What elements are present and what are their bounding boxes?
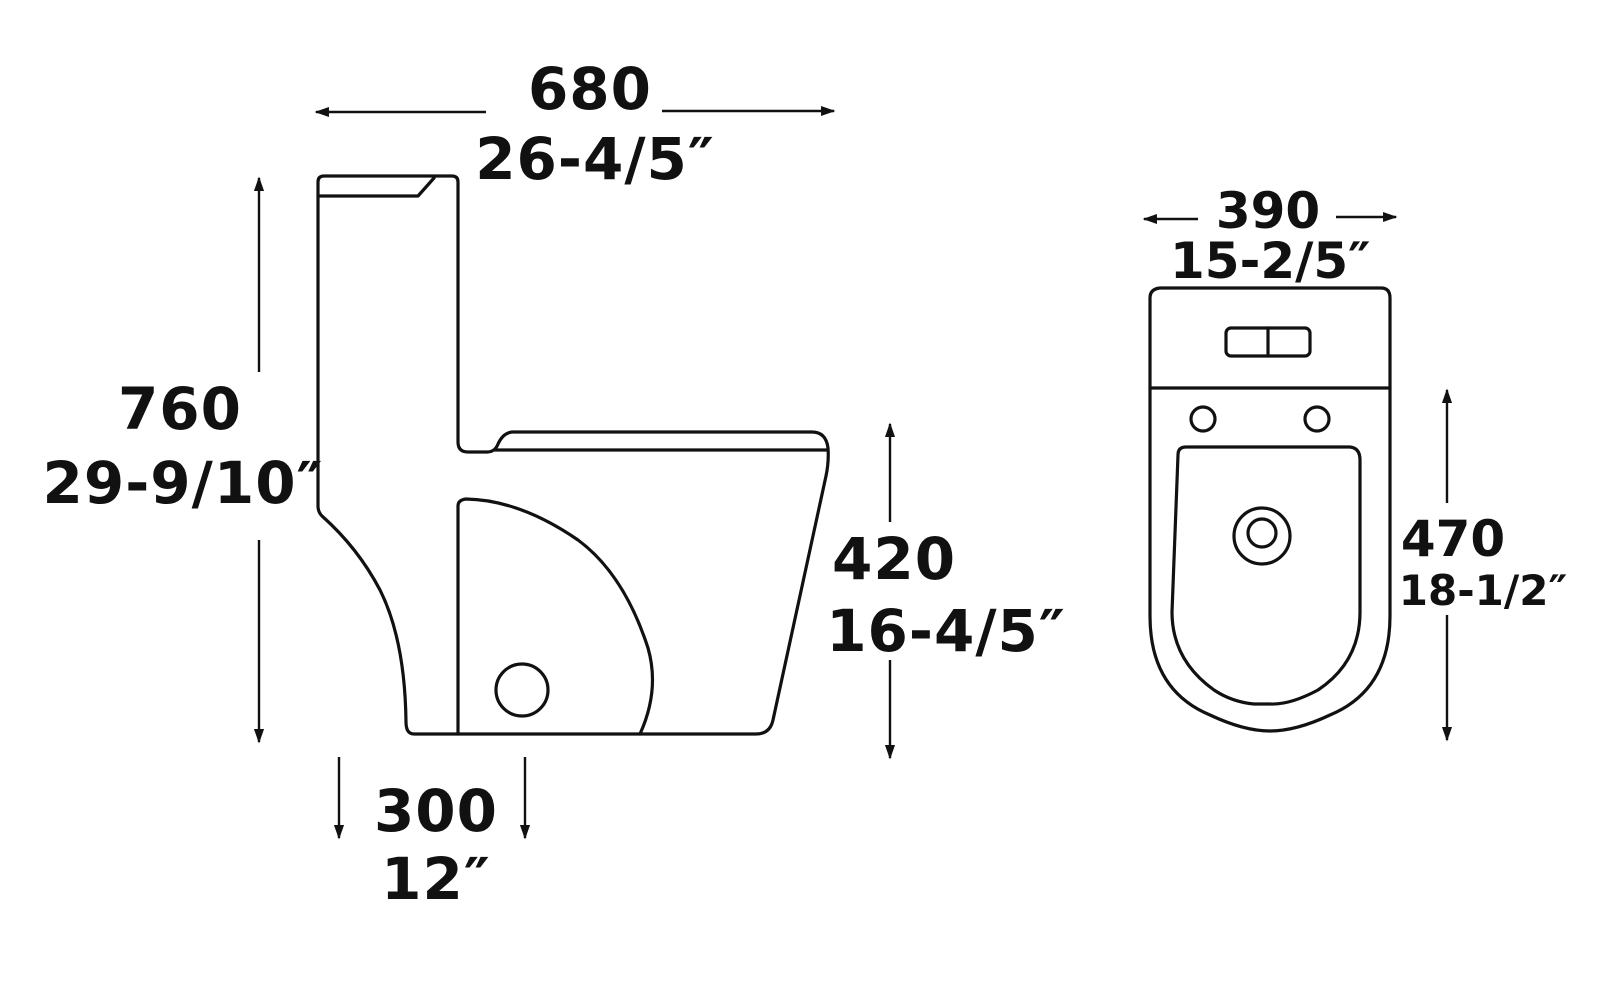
side-view-toilet <box>316 174 830 736</box>
trapway-outline <box>456 497 655 736</box>
hinge-hole-left <box>1189 405 1217 433</box>
length-mm-label: 680 <box>527 55 653 123</box>
top-outer-outline <box>1148 286 1392 733</box>
bowl-length-mm-label: 470 <box>1400 510 1506 568</box>
width-dimension-lines <box>1142 211 1398 225</box>
length-inch-label: 26-4/5″ <box>475 125 715 193</box>
rough-in-inch-label: 12″ <box>381 845 491 913</box>
rough-in-dimension-lines <box>333 757 531 840</box>
tank-lid-outline <box>316 176 436 198</box>
drain-outer-circle <box>1232 506 1292 566</box>
width-inch-label: 15-2/5″ <box>1170 232 1371 290</box>
waste-outlet-circle <box>494 662 550 718</box>
height-inch-label: 29-9/10″ <box>42 449 324 517</box>
seat-height-inch-label: 16-4/5″ <box>826 597 1066 665</box>
drain-inner-circle <box>1246 517 1278 549</box>
hinge-hole-right <box>1303 405 1331 433</box>
bowl-length-inch-label: 18-1/2″ <box>1398 566 1568 615</box>
side-body-outline <box>316 174 830 736</box>
width-mm-label: 390 <box>1215 182 1321 240</box>
seat-height-mm-label: 420 <box>832 525 957 593</box>
top-view-toilet <box>1148 286 1392 733</box>
rough-in-mm-label: 300 <box>373 777 499 845</box>
height-mm-label: 760 <box>117 375 243 443</box>
bowl-rim-outline <box>1170 445 1362 706</box>
length-dimension-lines <box>314 105 836 118</box>
